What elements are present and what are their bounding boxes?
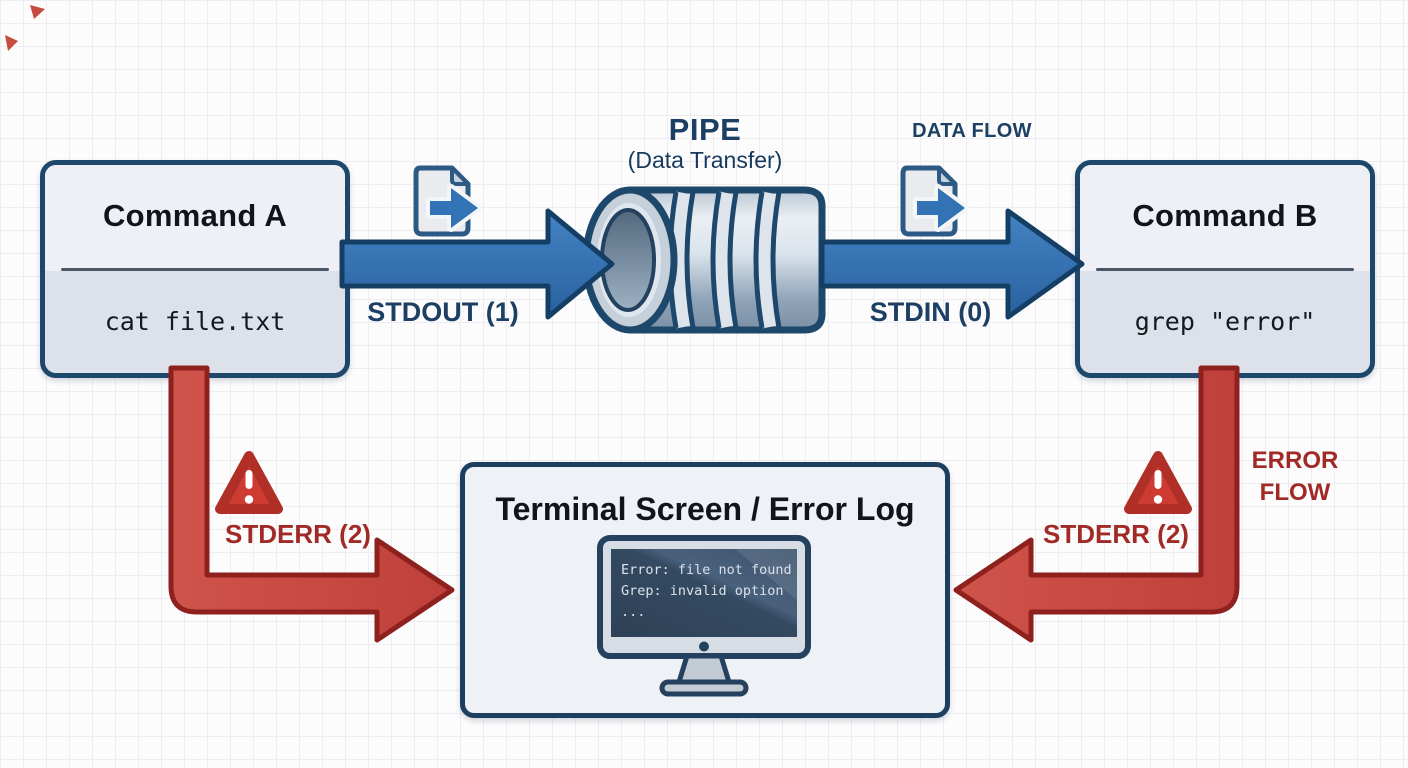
file-output-icon-left [413,165,482,237]
stdin-label: STDIN (0) [869,297,992,327]
command-b-body: grep "error" [1080,270,1370,373]
command-a-body: cat file.txt [45,270,345,373]
stderr-arrow-right [953,365,1240,643]
error-flow-label: ERROR FLOW [1243,445,1347,508]
warning-icon-left [215,451,283,514]
corner-mark-icon [5,5,45,51]
pipe-subtitle: (Data Transfer) [627,147,783,173]
pipe-cylinder-icon [582,186,826,334]
stderr-arrow-left [168,365,455,643]
command-a-box: Command A cat file.txt [40,160,350,378]
warning-icon-right [1124,451,1192,514]
command-b-divider [1096,267,1354,271]
error-flow-line2: FLOW [1259,478,1331,506]
command-a-header: Command A [45,165,345,268]
screen-line: Grep: invalid option [621,582,784,599]
screen-line: Error: file not found [621,562,792,578]
pipe-title: PIPE [668,112,742,147]
command-b-box: Command B grep "error" [1075,160,1375,378]
command-a-code: cat file.txt [104,307,286,337]
command-b-title: Command B [1132,198,1318,234]
command-b-header: Command B [1080,165,1370,268]
error-flow-line1: ERROR [1251,447,1339,474]
stderr-left-label: STDERR (2) [225,519,371,549]
screen-line: ... [621,603,646,620]
stdout-label: STDOUT (1) [367,297,519,327]
terminal-title: Terminal Screen / Error Log [495,491,915,527]
command-a-divider [61,267,329,271]
command-a-title: Command A [102,198,288,234]
terminal-screen-output: Error: file not found Grep: invalid opti… [621,560,793,623]
command-b-code: grep "error" [1134,307,1316,337]
data-flow-label: DATA FLOW [912,120,1032,142]
file-output-icon-right [900,165,969,237]
stderr-right-label: STDERR (2) [1043,519,1189,549]
